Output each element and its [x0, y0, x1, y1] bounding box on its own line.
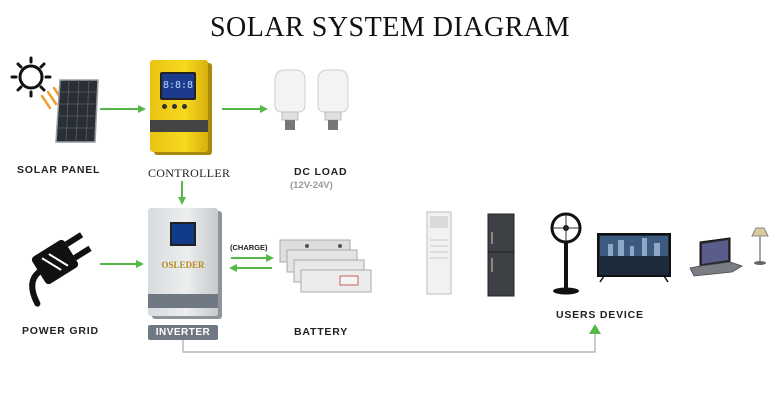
- air-conditioner-icon: [426, 211, 452, 295]
- controller-button: [172, 104, 177, 109]
- label-dc-load: DC LOAD: [294, 166, 348, 178]
- battery-bank-icon: [279, 239, 372, 293]
- label-users-device: USERS DEVICE: [556, 309, 644, 321]
- laptop-icon: [689, 237, 743, 277]
- label-power-grid: POWER GRID: [22, 325, 99, 337]
- sun-icon: [10, 56, 64, 110]
- controller-display: 8:8:8: [160, 72, 196, 100]
- standing-fan-icon: [550, 212, 582, 295]
- dc-load-bulbs-icon: [274, 69, 349, 130]
- arrow-devices-head: [589, 324, 601, 334]
- label-solar-panel: SOLAR PANEL: [17, 164, 101, 176]
- label-controller: CONTROLLER: [148, 166, 231, 180]
- label-battery: BATTERY: [294, 326, 349, 338]
- controller-stripe: [150, 120, 208, 132]
- inverter-base: [148, 294, 218, 308]
- controller-button: [162, 104, 167, 109]
- inverter-device: OSLEDER: [148, 208, 218, 316]
- inverter-display: [170, 222, 196, 246]
- refrigerator-icon: [487, 213, 515, 297]
- solar-panel-icon: [55, 79, 99, 143]
- arrow-inverter-to-devices: [182, 330, 596, 353]
- label-dc-load-range: (12V-24V): [290, 180, 333, 191]
- television-icon: [597, 233, 671, 283]
- lamp-icon: [751, 227, 769, 265]
- label-inverter: INVERTER: [148, 325, 218, 340]
- charge-controller-device: 8:8:8: [150, 60, 208, 152]
- inverter-brand: OSLEDER: [161, 260, 205, 270]
- diagram-title: SOLAR SYSTEM DIAGRAM: [209, 12, 571, 43]
- power-plug-icon: [29, 232, 92, 307]
- controller-button: [182, 104, 187, 109]
- label-charge: (CHARGE): [230, 243, 268, 252]
